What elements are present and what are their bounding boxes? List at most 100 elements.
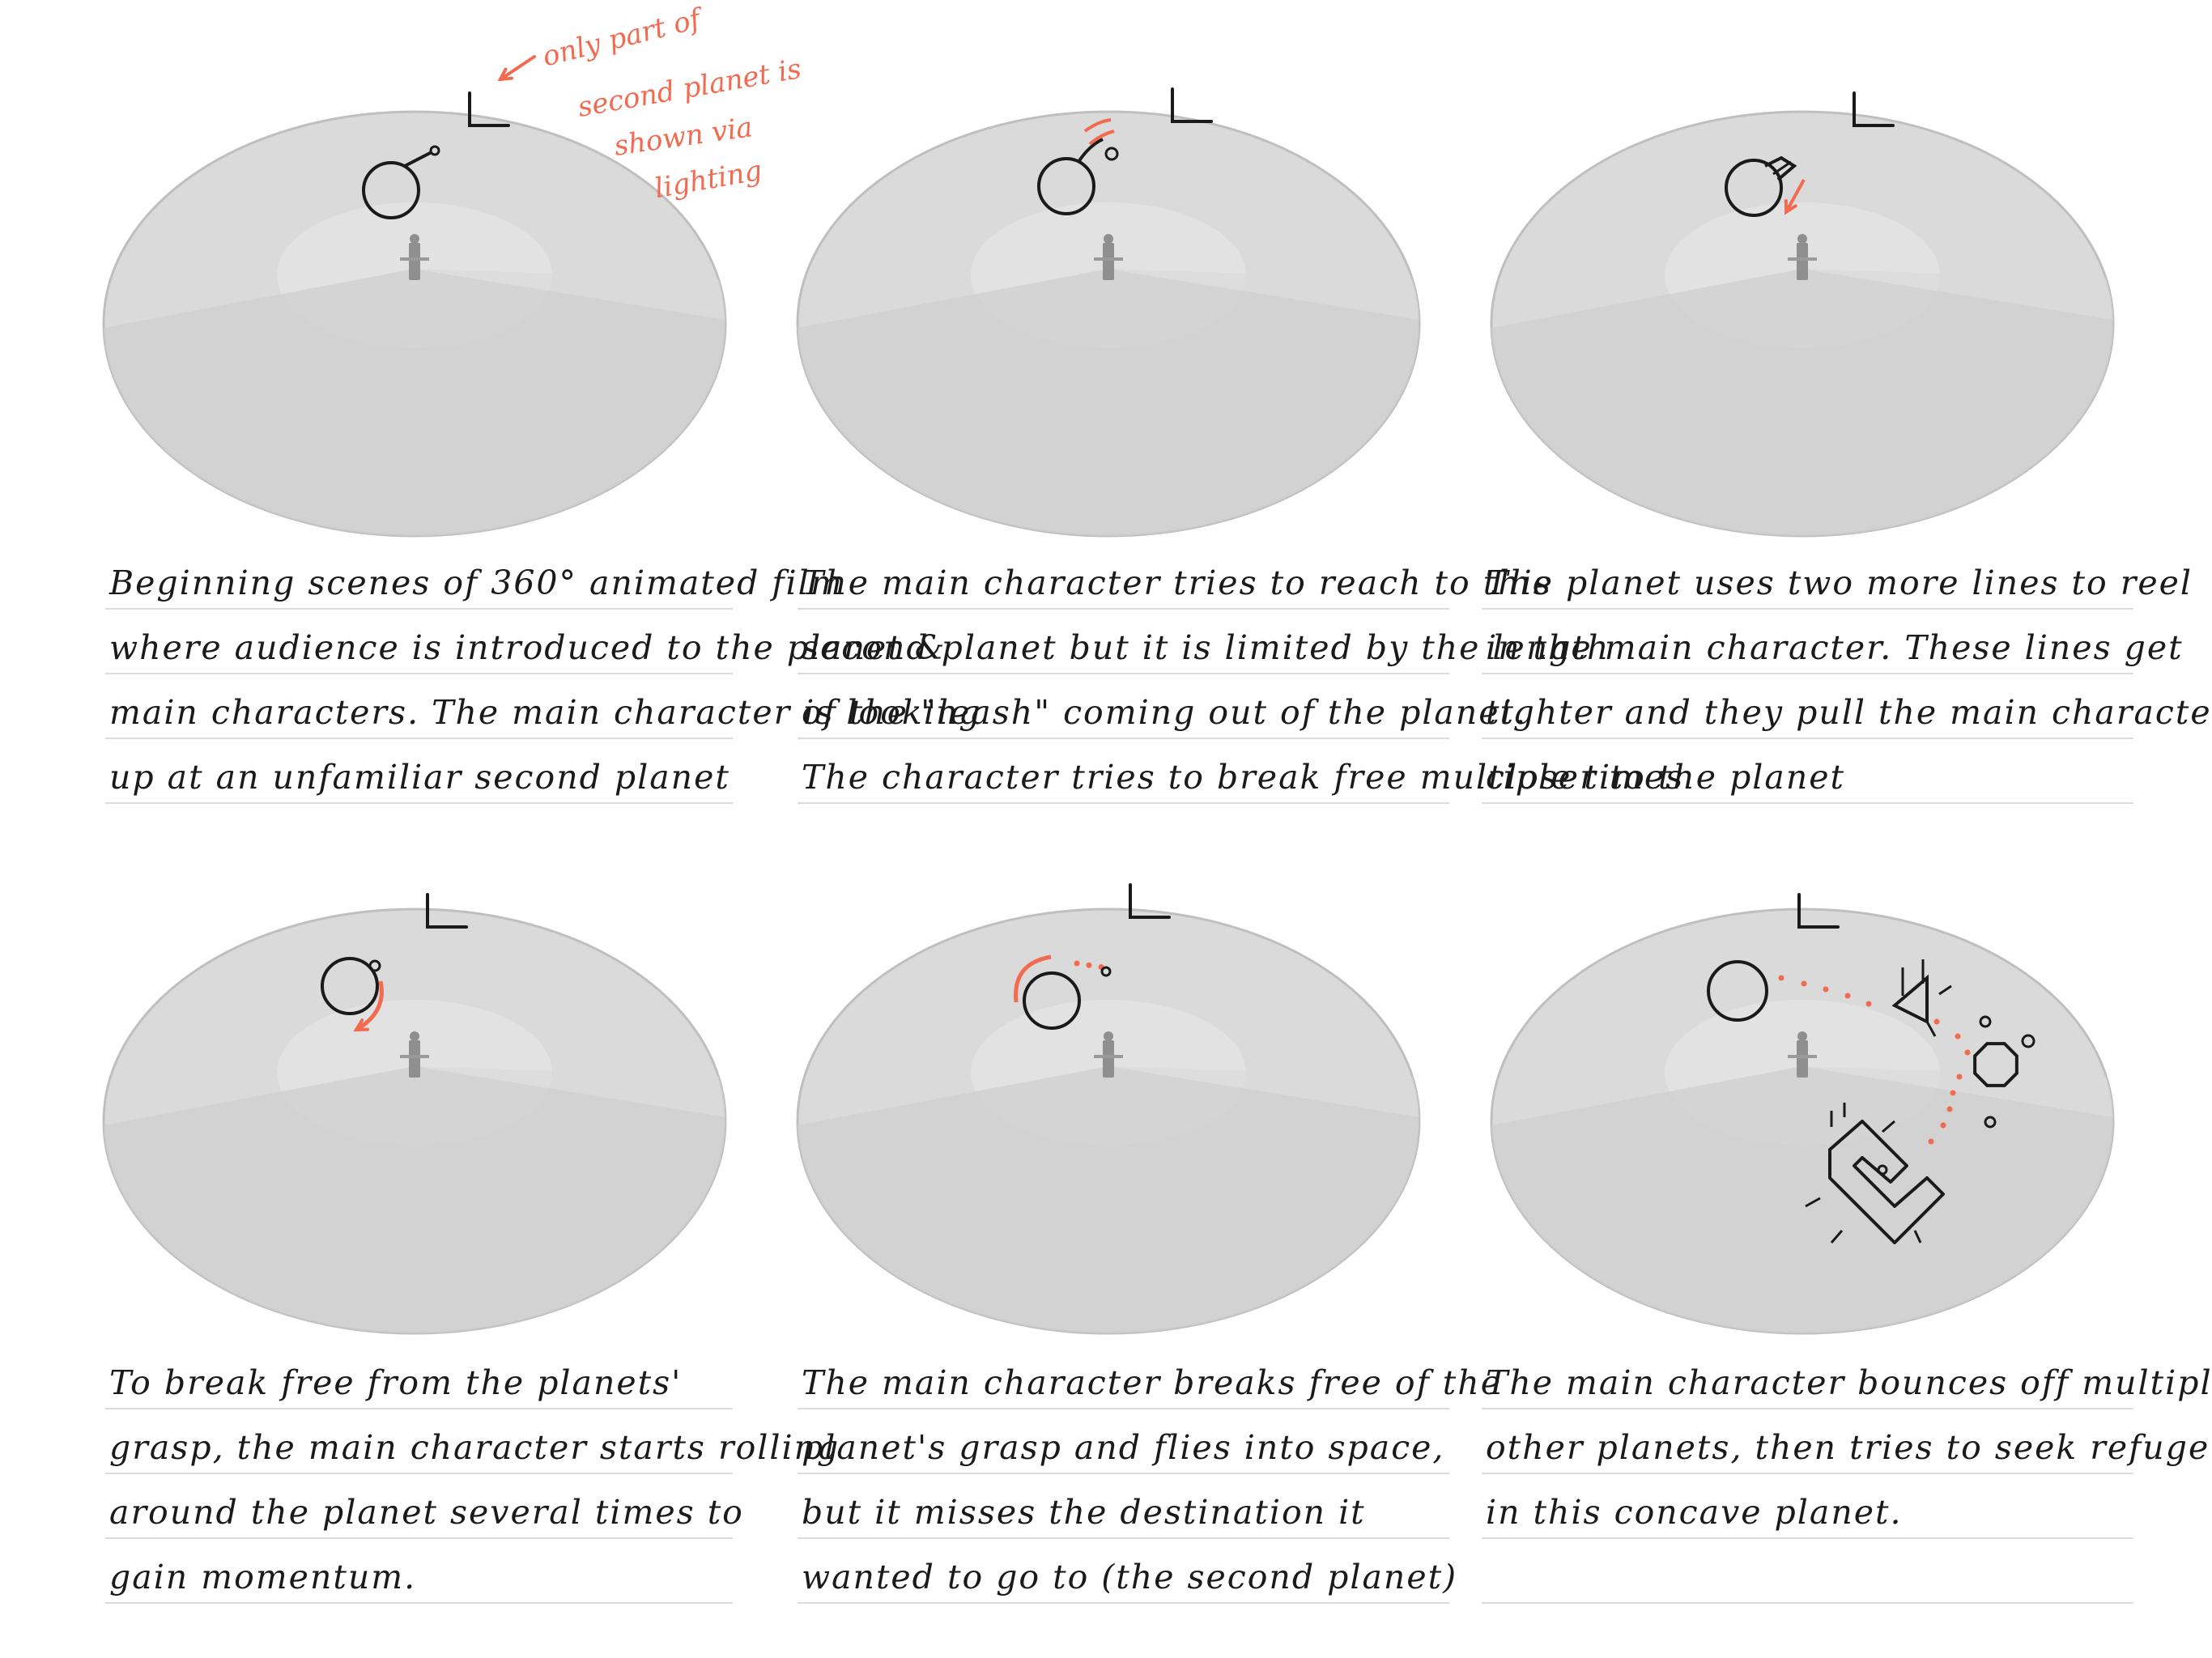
- planet-facet: [1108, 1066, 1419, 1117]
- storyboard-panel-5: [796, 883, 1449, 1604]
- corner-l-icon: [426, 893, 468, 929]
- trail-dot: [1956, 1073, 1963, 1080]
- corner-l-icon: [1129, 883, 1171, 919]
- trail-dot: [1933, 1018, 1940, 1025]
- trail-dot: [1823, 986, 1829, 993]
- character-figure-head: [1104, 234, 1113, 244]
- pull-arrow-head: [1784, 199, 1797, 215]
- corner-l-icon: [1171, 87, 1213, 123]
- reel-lines: [1764, 155, 1797, 181]
- caption-line: in the main character. These lines get: [1486, 628, 2184, 667]
- motion-mark: [1088, 130, 1115, 146]
- caption-line: up at an unfamiliar second planet: [109, 758, 730, 797]
- main-character: [362, 161, 420, 219]
- triangle-planet-spikes: [1901, 959, 1952, 1037]
- main-character-small: [1877, 1164, 1888, 1175]
- leash-tip: [1100, 966, 1112, 977]
- roll-arrow-head: [353, 1018, 369, 1032]
- trail-dot: [1778, 975, 1784, 981]
- corner-l-icon: [1853, 91, 1895, 127]
- caption-line: Beginning scenes of 360° animated film: [109, 563, 844, 602]
- character-figure-arms: [400, 257, 429, 261]
- caption-line: main characters. The main character is l…: [109, 693, 982, 732]
- caption-line: gain momentum.: [109, 1558, 417, 1596]
- roll-arrow: [355, 980, 384, 1032]
- planet-facet: [1802, 1066, 2113, 1117]
- caption-line: around the planet several times to: [109, 1493, 744, 1532]
- caption-line: wanted to go to (the second planet): [802, 1558, 1458, 1596]
- character-figure-head: [410, 1031, 419, 1041]
- trail-dot: [1940, 1122, 1946, 1129]
- concave-planet-spikes: [1805, 1103, 1922, 1244]
- motion-mark: [1083, 118, 1112, 133]
- caption-line: planet's grasp and flies into space,: [802, 1428, 1445, 1467]
- caption-line: tighter and they pull the main character: [1486, 693, 2212, 732]
- main-character: [1725, 159, 1783, 217]
- character-figure: [409, 243, 420, 280]
- character-figure-arms: [1094, 1055, 1123, 1058]
- panels-layer: [102, 55, 2133, 1604]
- character-figure: [1103, 243, 1114, 280]
- caption-line: but it misses the destination it: [802, 1493, 1366, 1532]
- caption-line: where audience is introduced to the plan…: [109, 628, 946, 667]
- planet-facet: [1802, 269, 2113, 320]
- caption-line: other planets, then tries to seek refuge: [1486, 1428, 2210, 1467]
- arrow-left-icon: [499, 55, 536, 81]
- character-figure: [1797, 243, 1808, 280]
- character-figure-arms: [1788, 257, 1817, 261]
- character-figure-head: [1797, 1031, 1807, 1041]
- storyboard-panel-4: [102, 893, 733, 1604]
- trail-dot: [1928, 1138, 1934, 1145]
- corner-l-icon: [468, 91, 510, 127]
- reel-lines: [1772, 160, 1792, 176]
- character-figure-arms: [400, 1055, 429, 1058]
- trail-dot: [1074, 960, 1080, 967]
- trail-dot: [1844, 993, 1851, 999]
- concave-planet: [1828, 1120, 1945, 1244]
- trail-dot: [1955, 1033, 1961, 1039]
- trail-dot: [1865, 1001, 1872, 1007]
- caption-line: The planet uses two more lines to reel: [1486, 563, 2193, 602]
- leash-tip: [1104, 147, 1119, 161]
- octagon-planet-knob: [2021, 1034, 2035, 1048]
- character-figure-head: [410, 234, 419, 244]
- trail-dot: [1964, 1049, 1971, 1056]
- caption-line: second planet but it is limited by the l…: [802, 628, 1610, 667]
- storyboard-panel-1: [102, 55, 733, 804]
- caption-line: in this concave planet.: [1486, 1493, 1903, 1532]
- trail-dot: [1950, 1090, 1956, 1096]
- caption-line: closer to the planet: [1486, 758, 1846, 797]
- character-figure: [1797, 1040, 1808, 1078]
- character-figure-arms: [1094, 257, 1123, 261]
- trail-dot: [1086, 962, 1092, 968]
- caption-line: The main character bounces off multiple: [1486, 1363, 2212, 1402]
- caption-line: The character tries to break free multip…: [802, 758, 1685, 797]
- character-figure-head: [1104, 1031, 1113, 1041]
- pull-arrow: [1784, 179, 1806, 213]
- main-character: [1023, 971, 1081, 1030]
- character-figure-arms: [1788, 1055, 1817, 1058]
- planet-facet: [415, 269, 725, 320]
- trail-dot: [1946, 1106, 1953, 1112]
- planet-shadow: [104, 269, 725, 536]
- storyboard-panel-2: [796, 87, 1449, 804]
- leash-tip: [429, 145, 440, 156]
- octagon-planet: [1973, 1042, 2018, 1087]
- main-character: [1037, 157, 1095, 215]
- trail-dot: [1801, 980, 1807, 987]
- character-figure: [409, 1040, 420, 1078]
- triangle-planet: [1891, 974, 1929, 1025]
- caption-line: The main character breaks free of the: [802, 1363, 1502, 1402]
- character-figure-head: [1797, 234, 1807, 244]
- main-character: [1707, 960, 1768, 1022]
- storyboard-panel-6: [1482, 893, 2133, 1604]
- octagon-planet-knob: [1979, 1015, 1992, 1028]
- planet-shadow: [798, 269, 1419, 536]
- main-character: [321, 957, 379, 1015]
- storyboard-panel-3: [1482, 91, 2133, 804]
- motion-trail: [1014, 954, 1052, 1003]
- caption-line: of the "leash" coming out of the planet.: [802, 693, 1528, 732]
- leash-line: [1077, 138, 1104, 164]
